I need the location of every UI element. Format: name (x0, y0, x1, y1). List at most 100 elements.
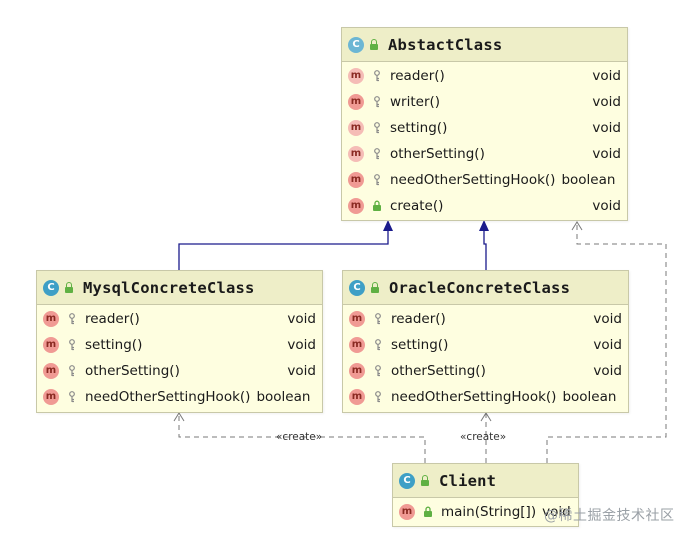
dependency-arrowhead-mysql (173, 412, 185, 422)
method-name: needOtherSettingHook() (390, 172, 556, 188)
abstract-class-icon: C (348, 36, 364, 53)
class-name: Client (439, 471, 497, 490)
method-name: setting() (85, 337, 143, 353)
method-name: needOtherSettingHook() (391, 389, 557, 405)
class-abstactclass[interactable]: C AbstactClass m reader() void m writer(… (341, 27, 628, 221)
method-row[interactable]: m create() void (342, 193, 627, 219)
create-label-left: «create» (276, 431, 323, 443)
method-name: reader() (391, 311, 446, 327)
class-client[interactable]: C Client m main(String[]) void (392, 463, 579, 527)
method-row[interactable]: m writer() void (342, 89, 627, 115)
method-row[interactable]: m setting() void (343, 332, 628, 358)
method-return-type: void (592, 94, 621, 110)
abstract-method-icon: m (348, 120, 364, 136)
method-name: setting() (390, 120, 448, 136)
dependency-edge-client-abstract (546, 222, 667, 463)
method-list: m reader() void m setting() void m other… (343, 305, 628, 410)
class-header: C MysqlConcreteClass (37, 271, 322, 305)
method-return-type: void (593, 311, 622, 327)
method-return-type: void (542, 504, 571, 520)
method-icon: m (349, 363, 365, 379)
method-icon: m (43, 337, 59, 353)
public-lock-icon (372, 199, 382, 213)
class-header: C OracleConcreteClass (343, 271, 628, 305)
dependency-arrowhead-abstract (571, 221, 583, 231)
abstract-method-icon: m (348, 68, 364, 84)
method-icon: m (349, 311, 365, 327)
method-name: otherSetting() (85, 363, 180, 379)
class-header: C AbstactClass (342, 28, 627, 62)
method-name: reader() (390, 68, 445, 84)
method-return-type: void (592, 146, 621, 162)
method-name: setting() (391, 337, 449, 353)
create-label-right: «create» (460, 431, 507, 443)
method-icon: m (43, 363, 59, 379)
method-row[interactable]: m reader() void (343, 306, 628, 332)
runnable-class-icon: C (399, 472, 415, 489)
method-row[interactable]: m setting() void (37, 332, 322, 358)
method-row[interactable]: m reader() void (342, 63, 627, 89)
method-row[interactable]: m needOtherSettingHook() boolean (343, 384, 628, 410)
package-key-icon (67, 364, 77, 378)
final-method-icon: m (348, 198, 364, 214)
static-method-icon: m (399, 504, 415, 520)
method-name: otherSetting() (390, 146, 485, 162)
class-oracleconcreteclass[interactable]: C OracleConcreteClass m reader() void m … (342, 270, 629, 413)
class-name: AbstactClass (388, 35, 503, 54)
package-key-icon (67, 312, 77, 326)
method-return-type: void (287, 363, 316, 379)
method-row[interactable]: m reader() void (37, 306, 322, 332)
public-lock-icon (370, 38, 378, 50)
method-row[interactable]: m otherSetting() void (343, 358, 628, 384)
package-key-icon (372, 121, 382, 135)
inheritance-arrowhead-oracle (479, 220, 489, 231)
method-row[interactable]: m main(String[]) void (393, 499, 578, 525)
class-header: C Client (393, 464, 578, 498)
package-key-icon (372, 95, 382, 109)
method-row[interactable]: m setting() void (342, 115, 627, 141)
method-icon: m (349, 389, 365, 405)
class-icon: C (349, 279, 365, 296)
public-lock-icon (423, 505, 433, 519)
method-icon: m (43, 389, 59, 405)
method-return-type: void (592, 68, 621, 84)
method-row[interactable]: m needOtherSettingHook() boolean (342, 167, 627, 193)
method-row[interactable]: m otherSetting() void (37, 358, 322, 384)
package-key-icon (373, 390, 383, 404)
method-return-type: void (593, 363, 622, 379)
public-lock-icon (371, 281, 379, 293)
method-icon: m (348, 172, 364, 188)
package-key-icon (67, 338, 77, 352)
public-lock-icon (65, 281, 73, 293)
package-key-icon (67, 390, 77, 404)
public-lock-icon (421, 474, 429, 486)
package-key-icon (372, 173, 382, 187)
package-key-icon (372, 69, 382, 83)
method-name: reader() (85, 311, 140, 327)
method-return-type: boolean (562, 389, 617, 405)
method-icon: m (43, 311, 59, 327)
inheritance-arrowhead-mysql (383, 220, 393, 231)
class-name: MysqlConcreteClass (83, 278, 255, 297)
class-name: OracleConcreteClass (389, 278, 571, 297)
package-key-icon (373, 338, 383, 352)
class-mysqlconcreteclass[interactable]: C MysqlConcreteClass m reader() void m s… (36, 270, 323, 413)
method-list: m main(String[]) void (393, 498, 578, 525)
method-list: m reader() void m writer() void m settin… (342, 62, 627, 219)
method-return-type: void (592, 198, 621, 214)
watermark: @稀土掘金技术社区 (544, 508, 675, 524)
method-icon: m (348, 94, 364, 110)
method-return-type: void (287, 337, 316, 353)
method-name: otherSetting() (391, 363, 486, 379)
package-key-icon (373, 364, 383, 378)
class-icon: C (43, 279, 59, 296)
method-row[interactable]: m needOtherSettingHook() boolean (37, 384, 322, 410)
inheritance-edge-oracle (483, 222, 487, 270)
package-key-icon (373, 312, 383, 326)
method-name: create() (390, 198, 444, 214)
method-row[interactable]: m otherSetting() void (342, 141, 627, 167)
method-list: m reader() void m setting() void m other… (37, 305, 322, 410)
package-key-icon (372, 147, 382, 161)
dependency-edge-client-mysql (178, 413, 426, 463)
